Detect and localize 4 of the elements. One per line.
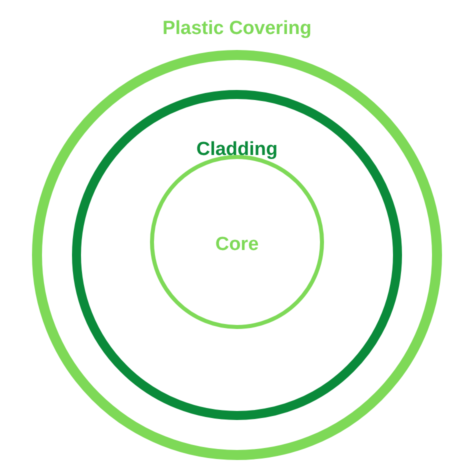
layer-label: Cladding xyxy=(196,139,278,161)
middle-ring xyxy=(72,90,402,420)
layer-label: Plastic Covering xyxy=(162,18,312,40)
layer-label: Core xyxy=(215,234,259,256)
